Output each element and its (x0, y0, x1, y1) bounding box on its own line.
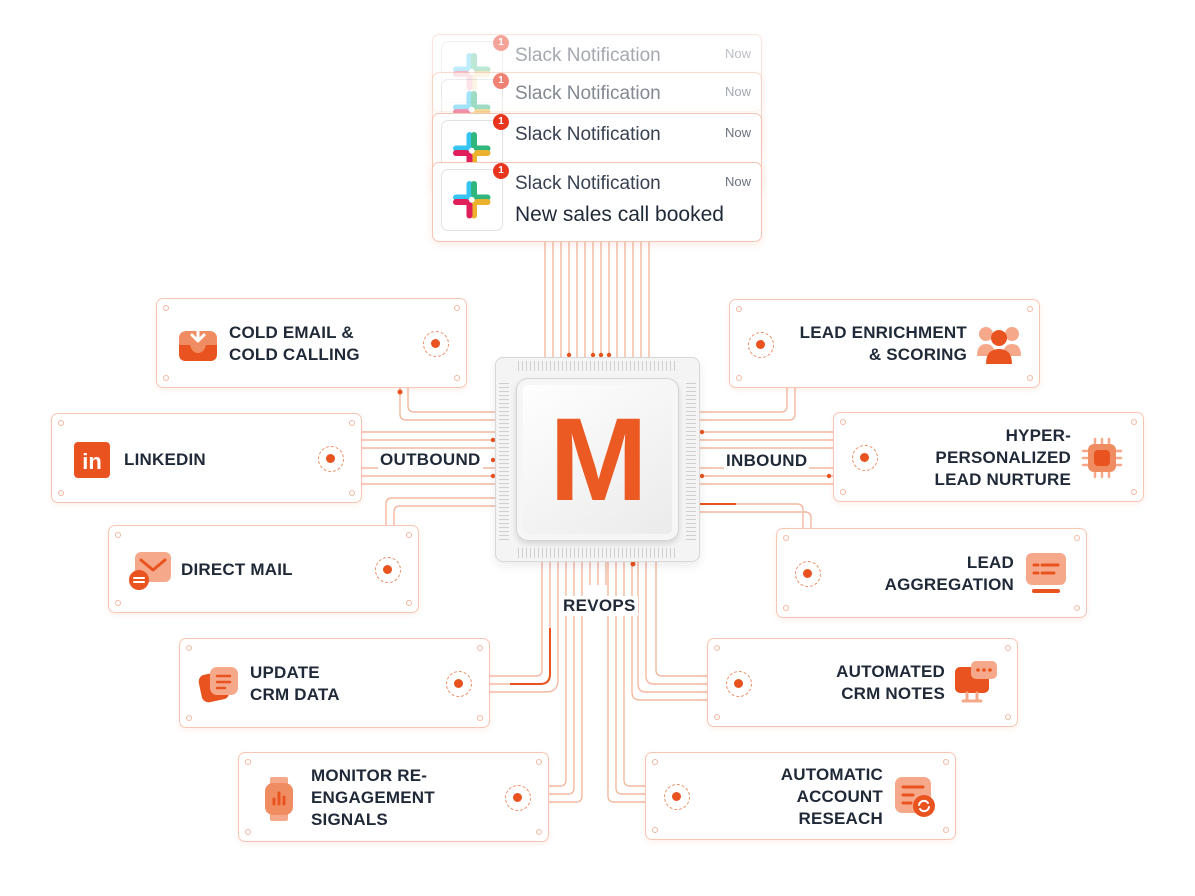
notification-time: Now (724, 174, 751, 189)
chip-pins-bottom (518, 548, 678, 558)
card-lead-aggregation[interactable]: LEAD AGGREGATION (776, 528, 1087, 618)
card-label: AUTOMATED CRM NOTES (836, 662, 945, 703)
note-cards-icon (198, 667, 238, 703)
card-lead-enrichment[interactable]: LEAD ENRICHMENT & SCORING (729, 299, 1040, 388)
connector-target-icon[interactable] (423, 331, 449, 357)
user-group-icon (977, 327, 1021, 364)
notification-title: Slack Notification (515, 45, 661, 66)
card-linkedin[interactable]: in LINKEDIN (51, 413, 362, 503)
card-automated-crm-notes[interactable]: AUTOMATED CRM NOTES (707, 638, 1018, 727)
connector-target-icon[interactable] (318, 446, 344, 472)
card-automatic-account-research[interactable]: AUTOMATIC ACCOUNT RESEACH (645, 752, 956, 840)
linkedin-icon: in (74, 442, 110, 478)
connector-target-icon[interactable] (375, 557, 401, 583)
svg-text:in: in (82, 449, 102, 474)
notification-badge: 1 (493, 73, 509, 89)
card-label: HYPER- PERSONALIZED LEAD NURTURE (934, 426, 1071, 489)
notification-badge: 1 (493, 35, 509, 51)
connector-target-icon[interactable] (664, 784, 690, 810)
card-label: MONITOR RE- ENGAGEMENT SIGNALS (311, 766, 435, 829)
notification-title: Slack Notification (515, 83, 661, 104)
calendar-sync-icon (895, 777, 935, 817)
connector-target-icon[interactable] (852, 445, 878, 471)
card-label: LINKEDIN (124, 450, 206, 469)
card-label: LEAD AGGREGATION (884, 553, 1014, 594)
connector-target-icon[interactable] (726, 671, 752, 697)
chip-pins-left (499, 380, 509, 540)
notification-time: Now (724, 125, 751, 140)
slack-logo-icon (441, 169, 503, 231)
notification-title: Slack Notification (515, 173, 661, 194)
notification-badge: 1 (493, 114, 509, 130)
notification-body: New sales call booked (515, 203, 724, 226)
card-update-crm-data[interactable]: UPDATE CRM DATA (179, 638, 490, 728)
card-label: DIRECT MAIL (181, 560, 293, 579)
card-label: LEAD ENRICHMENT & SCORING (799, 323, 967, 364)
card-cold-email[interactable]: COLD EMAIL & COLD CALLING (156, 298, 467, 388)
chip-logo-letter: M (549, 394, 648, 526)
mail-envelope-icon (129, 552, 171, 590)
card-label: AUTOMATIC ACCOUNT RESEACH (780, 765, 883, 828)
inbox-download-icon (179, 325, 217, 361)
outbound-label: OUTBOUND (378, 450, 483, 470)
card-monitor-reengagement[interactable]: MONITOR RE- ENGAGEMENT SIGNALS (238, 752, 549, 842)
card-label: UPDATE CRM DATA (250, 663, 340, 704)
notification-badge: 1 (493, 163, 509, 179)
chip-pins-right (686, 380, 696, 540)
smartwatch-icon (265, 777, 293, 821)
card-direct-mail[interactable]: DIRECT MAIL (108, 525, 419, 613)
card-label: COLD EMAIL & COLD CALLING (229, 323, 360, 364)
dashboard-list-icon (1026, 553, 1066, 593)
processor-chip-icon (1081, 437, 1123, 479)
notification-title: Slack Notification (515, 124, 661, 145)
slack-notification-1[interactable]: 1 Slack Notification Now New sales call … (432, 162, 762, 242)
connector-target-icon[interactable] (505, 785, 531, 811)
inbound-label: INBOUND (724, 451, 810, 471)
revops-label: REVOPS (561, 596, 638, 616)
card-hyper-personalized[interactable]: HYPER- PERSONALIZED LEAD NURTURE (833, 412, 1144, 502)
central-processor-chip: M (495, 357, 700, 562)
chip-pins-top (518, 361, 678, 371)
notification-time: Now (724, 46, 751, 61)
connector-target-icon[interactable] (748, 332, 774, 358)
notification-time: Now (724, 84, 751, 99)
chip-core: M (516, 378, 679, 541)
connector-target-icon[interactable] (795, 561, 821, 587)
chat-monitor-icon (955, 661, 997, 703)
connector-target-icon[interactable] (446, 671, 472, 697)
